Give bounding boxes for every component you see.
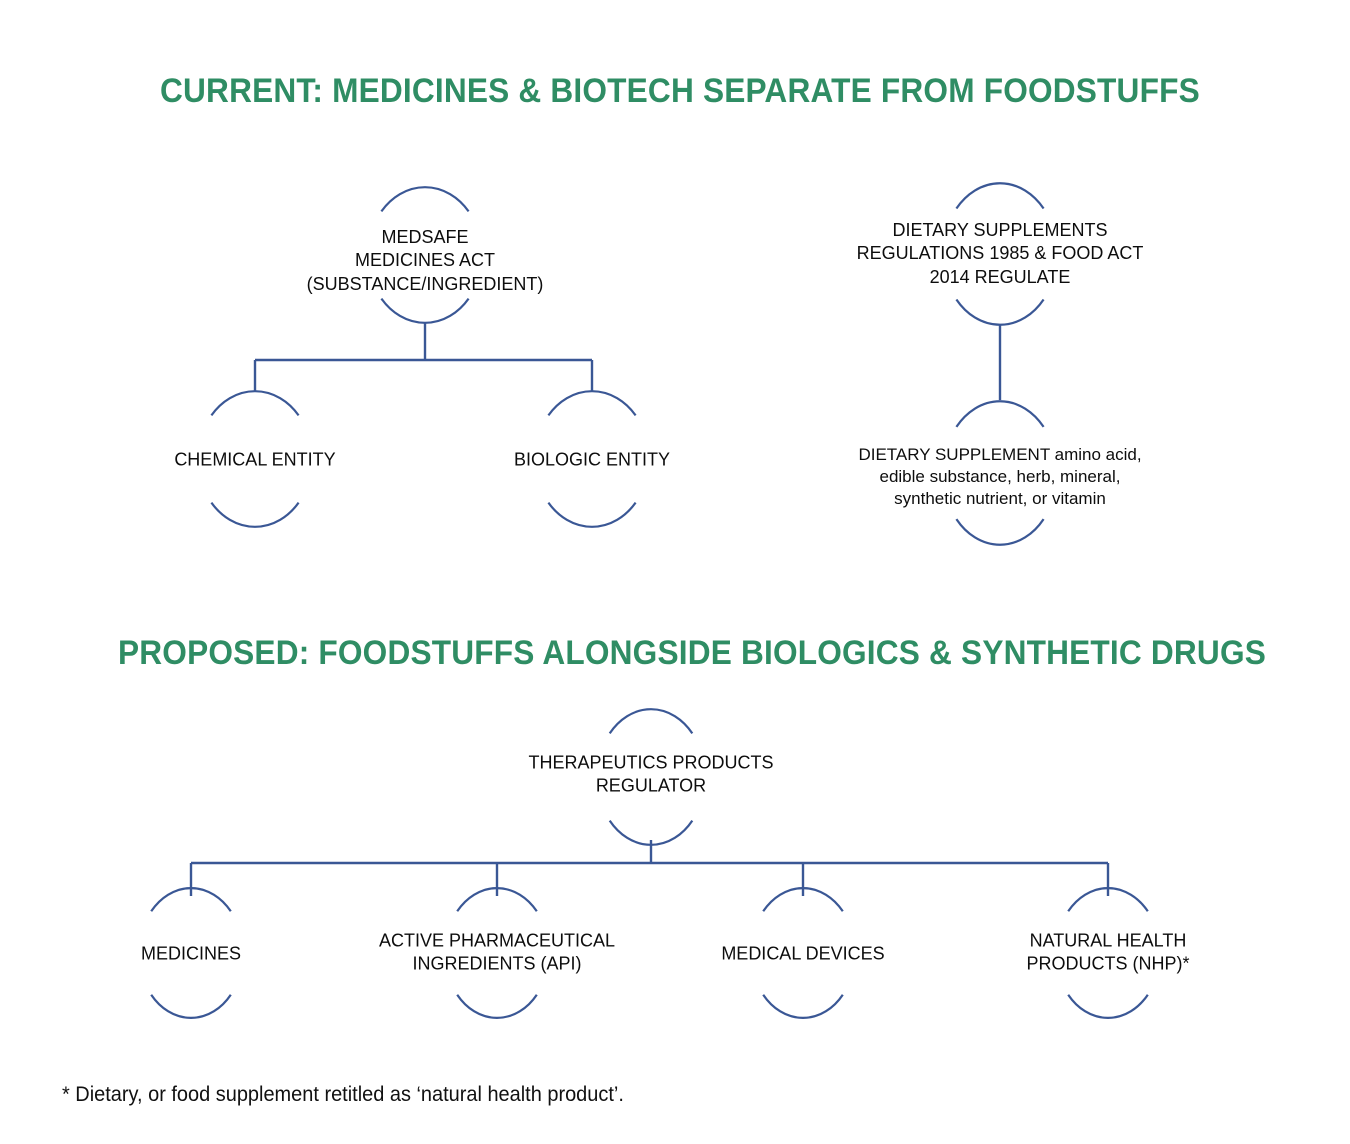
node-circle-dietary-supplements-regulations-bottom-arc [955,298,1045,326]
node-label-medsafe: MEDSAFE MEDICINES ACT (SUBSTANCE/INGREDI… [306,226,544,294]
node-circle-biologic-entity-bottom-arc [547,501,637,528]
node-circle-natural-health-products-top-arc [1067,887,1149,912]
node-label-biologic-entity: BIOLOGIC ENTITY [513,449,671,470]
node-circle-medical-devices-bottom-arc [762,994,844,1019]
node-label-natural-health-products: NATURAL HEALTH PRODUCTS (NHP)* [1026,930,1190,974]
node-circle-active-pharmaceutical-ingredients-top-arc [456,887,538,912]
node-circle-medsafe-top-arc [380,186,470,213]
node-circle-active-pharmaceutical-ingredients-bottom-arc [456,994,538,1019]
node-circle-medical-devices-top-arc [762,887,844,912]
node-circle-dietary-supplement-bottom-arc [955,518,1045,546]
node-label-medical-devices: MEDICAL DEVICES [721,943,885,964]
node-label-chemical-entity: CHEMICAL ENTITY [174,449,336,470]
node-circle-medicines-top-arc [150,887,232,912]
node-circle-therapeutics-products-regulator-top-arc [608,708,694,735]
node-circle-medicines-bottom-arc [150,994,232,1019]
node-label-dietary-supplements-regulations: DIETARY SUPPLEMENTS REGULATIONS 1985 & F… [856,219,1144,287]
node-label-active-pharmaceutical-ingredients: ACTIVE PHARMACEUTICAL INGREDIENTS (API) [378,930,616,974]
node-circle-biologic-entity-top-arc [547,390,637,417]
node-label-therapeutics-products-regulator: THERAPEUTICS PRODUCTS REGULATOR [528,752,774,796]
node-circle-natural-health-products-bottom-arc [1067,994,1149,1019]
section-title-current: CURRENT: MEDICINES & BIOTECH SEPARATE FR… [160,72,1200,110]
node-label-dietary-supplement: DIETARY SUPPLEMENT amino acid, edible su… [858,444,1142,509]
node-circle-dietary-supplement-top-arc [955,400,1045,428]
section-title-proposed: PROPOSED: FOODSTUFFS ALONGSIDE BIOLOGICS… [118,634,1266,672]
node-circle-therapeutics-products-regulator-bottom-arc [608,819,694,846]
node-circle-chemical-entity-top-arc [210,390,300,417]
node-circle-chemical-entity-bottom-arc [210,501,300,528]
node-circle-medsafe-bottom-arc [380,297,470,324]
footnote-text: * Dietary, or food supplement retitled a… [62,1083,624,1106]
node-label-medicines: MEDICINES [140,943,241,964]
node-circle-dietary-supplements-regulations-top-arc [955,182,1045,210]
